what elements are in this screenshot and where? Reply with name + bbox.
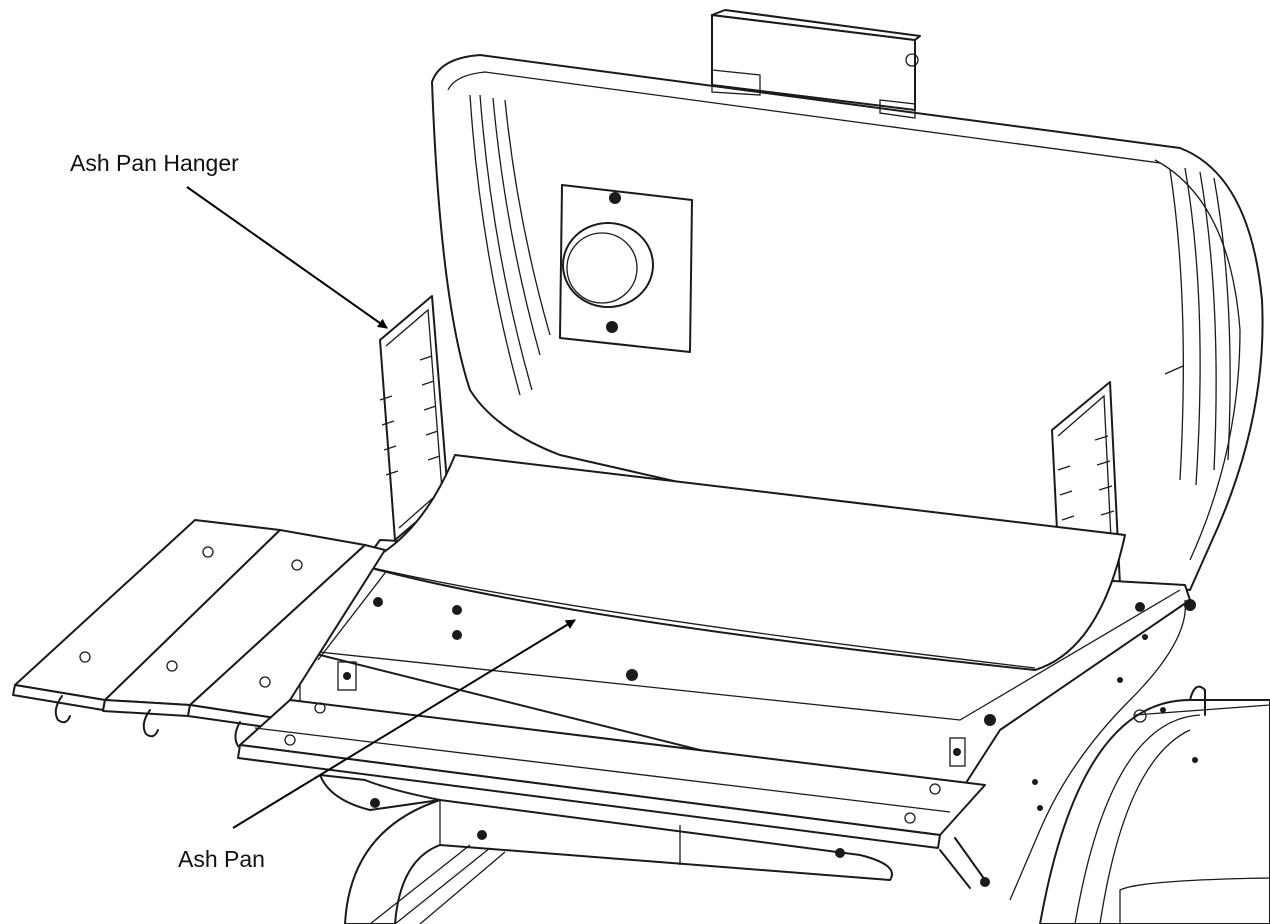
- lid: [431, 9, 1264, 591]
- ash-pan-label: Ash Pan: [178, 846, 265, 872]
- side-shelf: [12, 519, 386, 750]
- cart-frame: [319, 774, 990, 924]
- ash-pan-hanger-label: Ash Pan Hanger: [70, 150, 239, 176]
- ash-pan-leader: [232, 619, 576, 829]
- front-shelf: [237, 699, 986, 849]
- ash-pan: [359, 454, 1126, 671]
- side-firebox: [1032, 634, 1270, 924]
- ash-pan-hanger-leader: [186, 186, 388, 329]
